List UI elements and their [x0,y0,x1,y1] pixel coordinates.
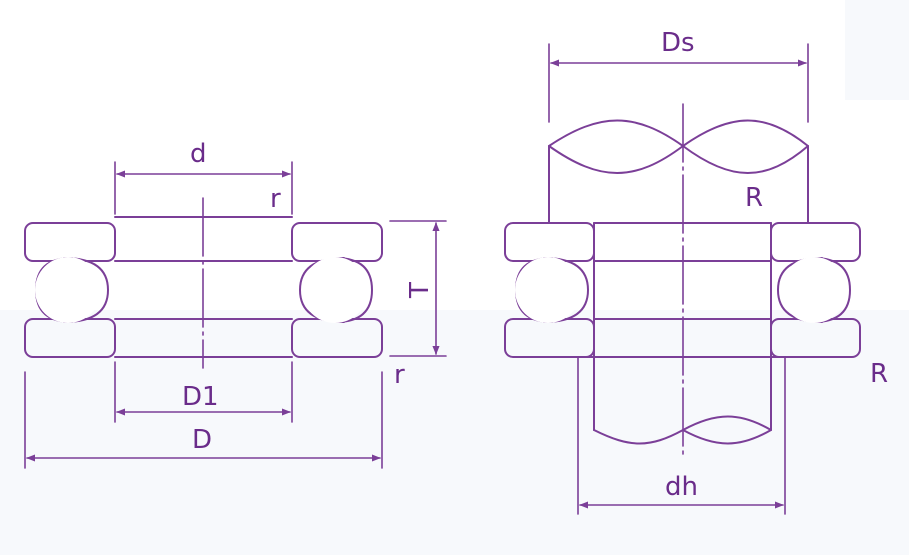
left-bearing [24,161,447,469]
label-R-right: R [870,359,888,389]
right-ball-left [515,257,581,323]
shaft-break-top-lower [548,145,809,174]
left-bottom-washer-left [24,318,116,358]
label-dh: dh [665,472,698,502]
background-corner [845,0,909,100]
right-cage-left-back [543,257,589,323]
label-r-top: r [270,184,281,214]
left-cage-left-back [63,257,109,323]
shaft-break-bottom-lower [682,429,772,445]
label-T: T [405,282,435,299]
background-band [0,310,909,555]
right-bottom-washer-right [770,318,861,358]
left-cage-right-outer [335,257,373,323]
label-D: D [192,425,212,455]
shaft-break-top-upper [548,119,809,147]
left-top-washer-right [291,222,383,262]
right-bearing [504,43,861,515]
right-cage-right-outer [813,257,851,323]
label-Ds: Ds [661,28,695,58]
label-r-bottom: r [394,360,405,390]
left-bottom-washer-right [291,318,383,358]
right-ball-right [781,257,847,323]
left-top-washer-left [24,222,116,262]
right-top-washer-left [504,222,595,262]
label-R-top: R [745,183,763,213]
right-bottom-washer-left [504,318,595,358]
label-d: d [190,139,207,169]
right-top-washer-right [770,222,861,262]
left-ball-left [35,257,101,323]
label-D1: D1 [182,382,219,412]
left-ball-right [302,257,368,323]
